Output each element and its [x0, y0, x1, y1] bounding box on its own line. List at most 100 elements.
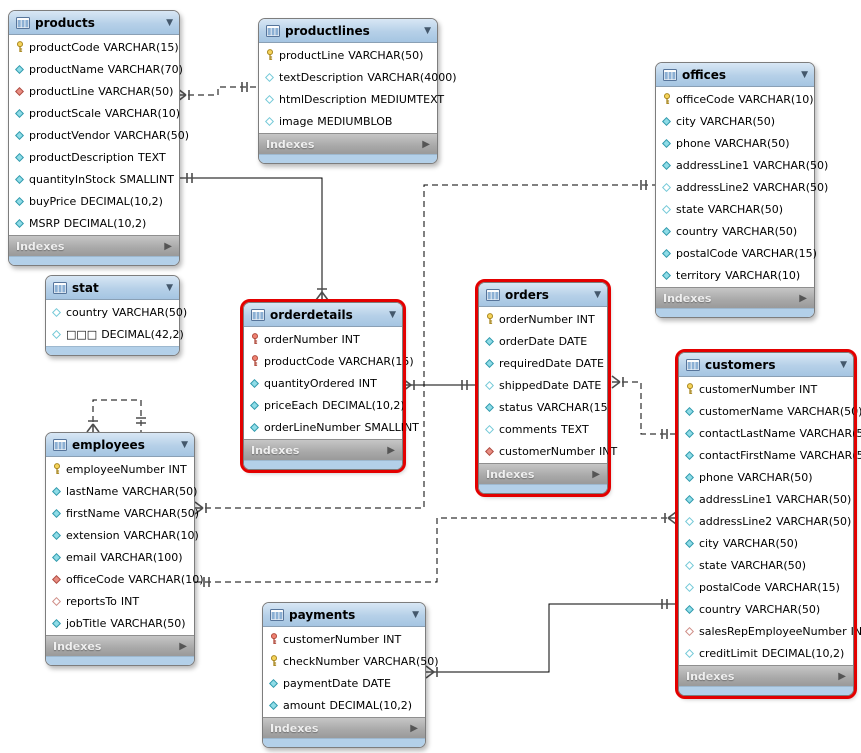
indexes-footer[interactable]: Indexes▶	[263, 717, 425, 738]
table-header[interactable]: payments▼	[263, 603, 425, 627]
table-header[interactable]: customers▼	[679, 353, 853, 377]
expand-arrow-icon[interactable]: ▶	[592, 468, 600, 480]
table-header[interactable]: offices▼	[656, 63, 814, 87]
collapse-arrow-icon[interactable]: ▼	[412, 609, 419, 620]
table-header[interactable]: orderdetails▼	[244, 303, 402, 327]
relationship-payments-to-customers[interactable]	[425, 599, 676, 679]
table-header[interactable]: productlines▼	[259, 19, 437, 43]
indexes-footer[interactable]: Indexes▶	[244, 439, 402, 460]
collapse-arrow-icon[interactable]: ▼	[389, 309, 396, 320]
collapse-arrow-icon[interactable]: ▼	[181, 439, 188, 450]
expand-arrow-icon[interactable]: ▶	[838, 670, 846, 682]
relationship-orders-to-customers[interactable]	[611, 375, 676, 439]
relationship-products-to-productlines[interactable]	[177, 82, 256, 102]
relationship-employees-to-customers[interactable]	[195, 511, 677, 587]
relationship-employees-self-reportsTo[interactable]	[86, 399, 146, 433]
indexes-footer[interactable]: Indexes▶	[479, 463, 607, 484]
indexes-footer[interactable]: Indexes▶	[656, 287, 814, 308]
table-header[interactable]: products▼	[9, 11, 179, 35]
collapse-arrow-icon[interactable]: ▼	[166, 282, 173, 293]
column-row-□□□[interactable]: □□□DECIMAL(42,2)	[46, 323, 184, 345]
table-header[interactable]: orders▼	[479, 283, 607, 307]
indexes-footer[interactable]: Indexes▶	[9, 235, 179, 256]
expand-arrow-icon[interactable]: ▶	[387, 444, 395, 456]
indexes-footer[interactable]: Indexes▶	[46, 635, 194, 656]
expand-arrow-icon[interactable]: ▶	[179, 640, 187, 652]
indexes-footer[interactable]: Indexes▶	[259, 133, 437, 154]
relationship-offices-to-employees[interactable]	[194, 180, 655, 515]
table-header[interactable]: employees▼	[46, 433, 194, 457]
collapse-arrow-icon[interactable]: ▼	[594, 289, 601, 300]
collapse-arrow-icon[interactable]: ▼	[840, 359, 847, 370]
collapse-arrow-icon[interactable]: ▼	[801, 69, 808, 80]
collapse-arrow-icon[interactable]: ▼	[424, 25, 431, 36]
expand-arrow-icon[interactable]: ▶	[164, 240, 172, 252]
column-row-salesRepEmployeeNumber[interactable]: salesRepEmployeeNumberINT	[679, 620, 861, 642]
expand-arrow-icon[interactable]: ▶	[799, 292, 807, 304]
expand-arrow-icon[interactable]: ▶	[410, 722, 418, 734]
collapse-arrow-icon[interactable]: ▼	[166, 17, 173, 28]
indexes-footer[interactable]: Indexes▶	[679, 665, 853, 686]
